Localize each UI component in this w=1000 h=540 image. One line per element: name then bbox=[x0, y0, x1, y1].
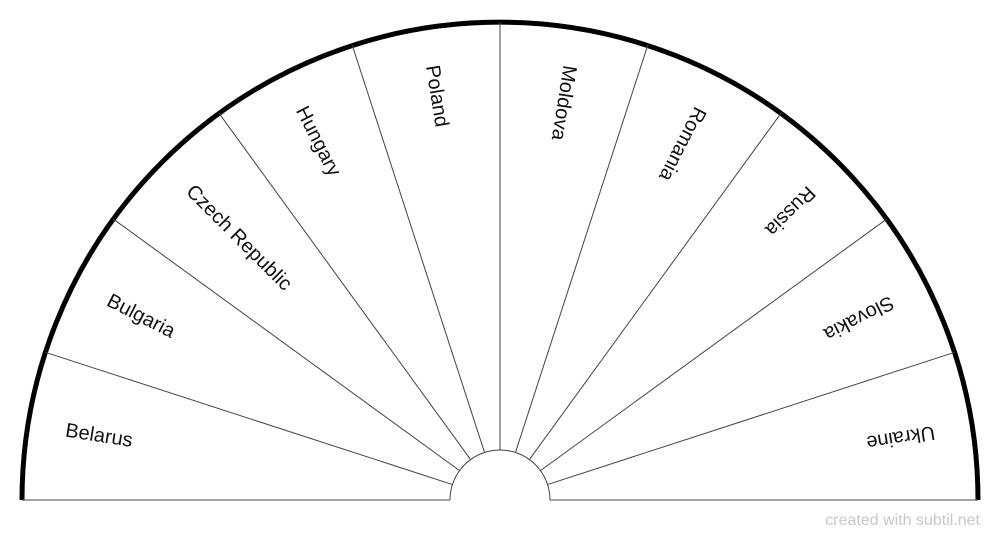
sector-label: Russia bbox=[760, 182, 819, 241]
sector-dividers bbox=[45, 22, 955, 486]
sector-label: Ukraine bbox=[865, 421, 937, 454]
credit-text: created with subtil.net bbox=[825, 512, 980, 529]
sector-label: Belarus bbox=[64, 420, 134, 452]
sector-divider bbox=[112, 218, 460, 472]
sector-divider bbox=[218, 112, 472, 460]
sector-divider bbox=[547, 351, 955, 486]
sector-divider bbox=[351, 45, 486, 453]
sector-label: Romania bbox=[654, 103, 710, 185]
sector-label: Poland bbox=[421, 64, 452, 129]
sector-divider bbox=[540, 218, 888, 472]
sector-divider bbox=[514, 45, 649, 453]
sector-label: Slovakia bbox=[819, 291, 897, 345]
sector-label: Moldova bbox=[547, 64, 581, 143]
sector-divider bbox=[45, 351, 453, 486]
sector-divider bbox=[528, 112, 782, 460]
sector-label: Czech Republic bbox=[182, 181, 297, 296]
inner-arc bbox=[449, 449, 551, 501]
sector-label: Bulgaria bbox=[103, 290, 179, 343]
sector-label: Hungary bbox=[291, 103, 345, 180]
